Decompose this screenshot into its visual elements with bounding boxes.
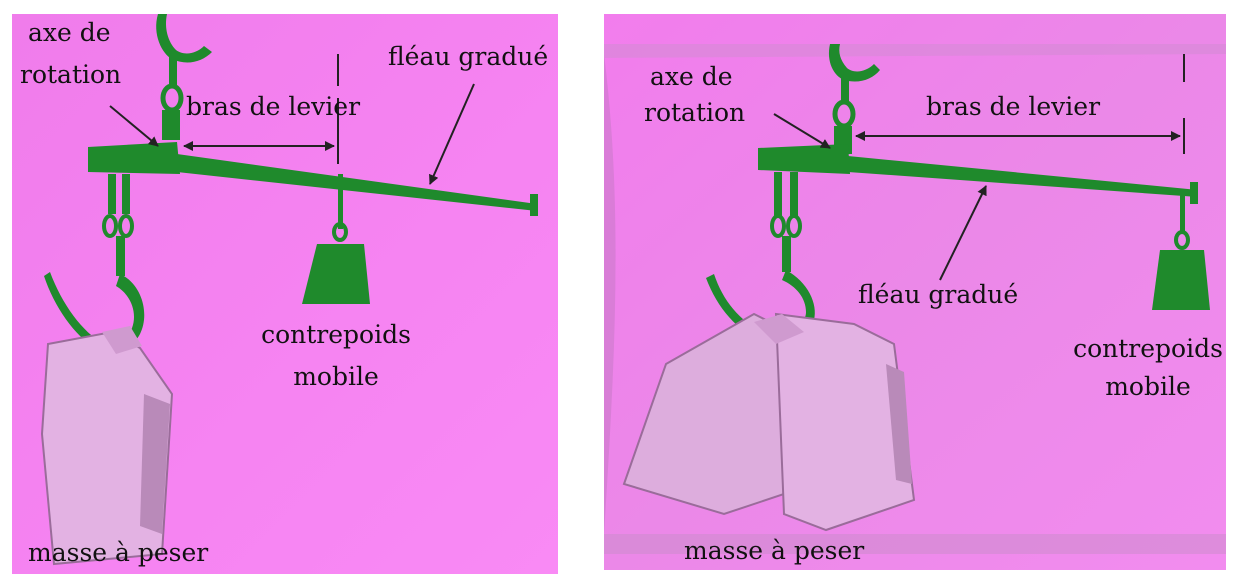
beam-head <box>758 144 850 174</box>
top-hook <box>828 44 880 82</box>
mass-label-strip <box>886 364 912 484</box>
label-fleau-gradue: fléau gradué <box>388 42 549 71</box>
fleau-arrow <box>939 185 987 281</box>
right-balance-illustration <box>604 14 1226 570</box>
label-bras-de-levier: bras de levier <box>926 92 1101 121</box>
hook-link-b <box>122 174 130 214</box>
beam <box>177 154 537 211</box>
mass-label-strip <box>140 394 170 534</box>
left-balance-illustration <box>12 14 558 574</box>
hook-link-a <box>774 172 782 216</box>
label-mobile: mobile <box>293 362 379 391</box>
hook-ring-a <box>770 214 786 238</box>
right-photo-panel: axe de rotation bras de levier fléau gra… <box>604 14 1226 570</box>
left-photo-panel: axe de rotation bras de levier fléau gra… <box>12 14 558 574</box>
label-axe-line1: axe de <box>650 62 733 91</box>
hook-link-a <box>108 174 116 214</box>
beam-end <box>1190 182 1198 204</box>
label-contrepoids: contrepoids <box>1073 334 1223 363</box>
cloth-fold <box>604 54 616 534</box>
hook-ring-b <box>786 214 802 238</box>
axe-arrow <box>109 105 159 147</box>
top-link <box>169 56 177 86</box>
beam-head <box>88 142 180 174</box>
counterweight <box>302 244 370 304</box>
cloth-bottom <box>604 534 1226 554</box>
hook-shank <box>782 236 791 272</box>
label-contrepoids: contrepoids <box>261 320 411 349</box>
label-masse-a-peser: masse à peser <box>28 538 209 567</box>
top-hook <box>156 14 212 63</box>
hook <box>102 274 145 348</box>
mass-container-front <box>774 312 916 532</box>
counterweight-ring <box>1174 230 1190 250</box>
fleau-arrow <box>429 83 475 185</box>
label-axe-line1: axe de <box>28 18 111 47</box>
mass-cap <box>754 314 804 344</box>
hook-ring-a <box>102 214 118 238</box>
hook-ring-b <box>118 214 134 238</box>
label-axe-line2: rotation <box>644 98 746 127</box>
counterweight <box>1152 250 1210 310</box>
counterweight-ring <box>332 222 348 242</box>
label-axe-line2: rotation <box>20 60 122 89</box>
label-masse-a-peser: masse à peser <box>684 536 865 565</box>
mass-cap <box>102 326 142 354</box>
label-bras-de-levier: bras de levier <box>186 92 361 121</box>
pivot-block <box>162 110 180 140</box>
hook-shank <box>116 236 125 276</box>
cloth-fold-top <box>604 44 1226 58</box>
beam-end <box>530 194 538 216</box>
counterweight-rod <box>1180 194 1185 234</box>
hook-link-b <box>790 172 798 216</box>
axe-arrow <box>773 113 831 149</box>
label-fleau-gradue: fléau gradué <box>858 280 1019 309</box>
top-link <box>841 76 849 102</box>
counterweight-rod <box>338 174 343 229</box>
beam <box>848 156 1198 197</box>
label-mobile: mobile <box>1105 372 1191 401</box>
